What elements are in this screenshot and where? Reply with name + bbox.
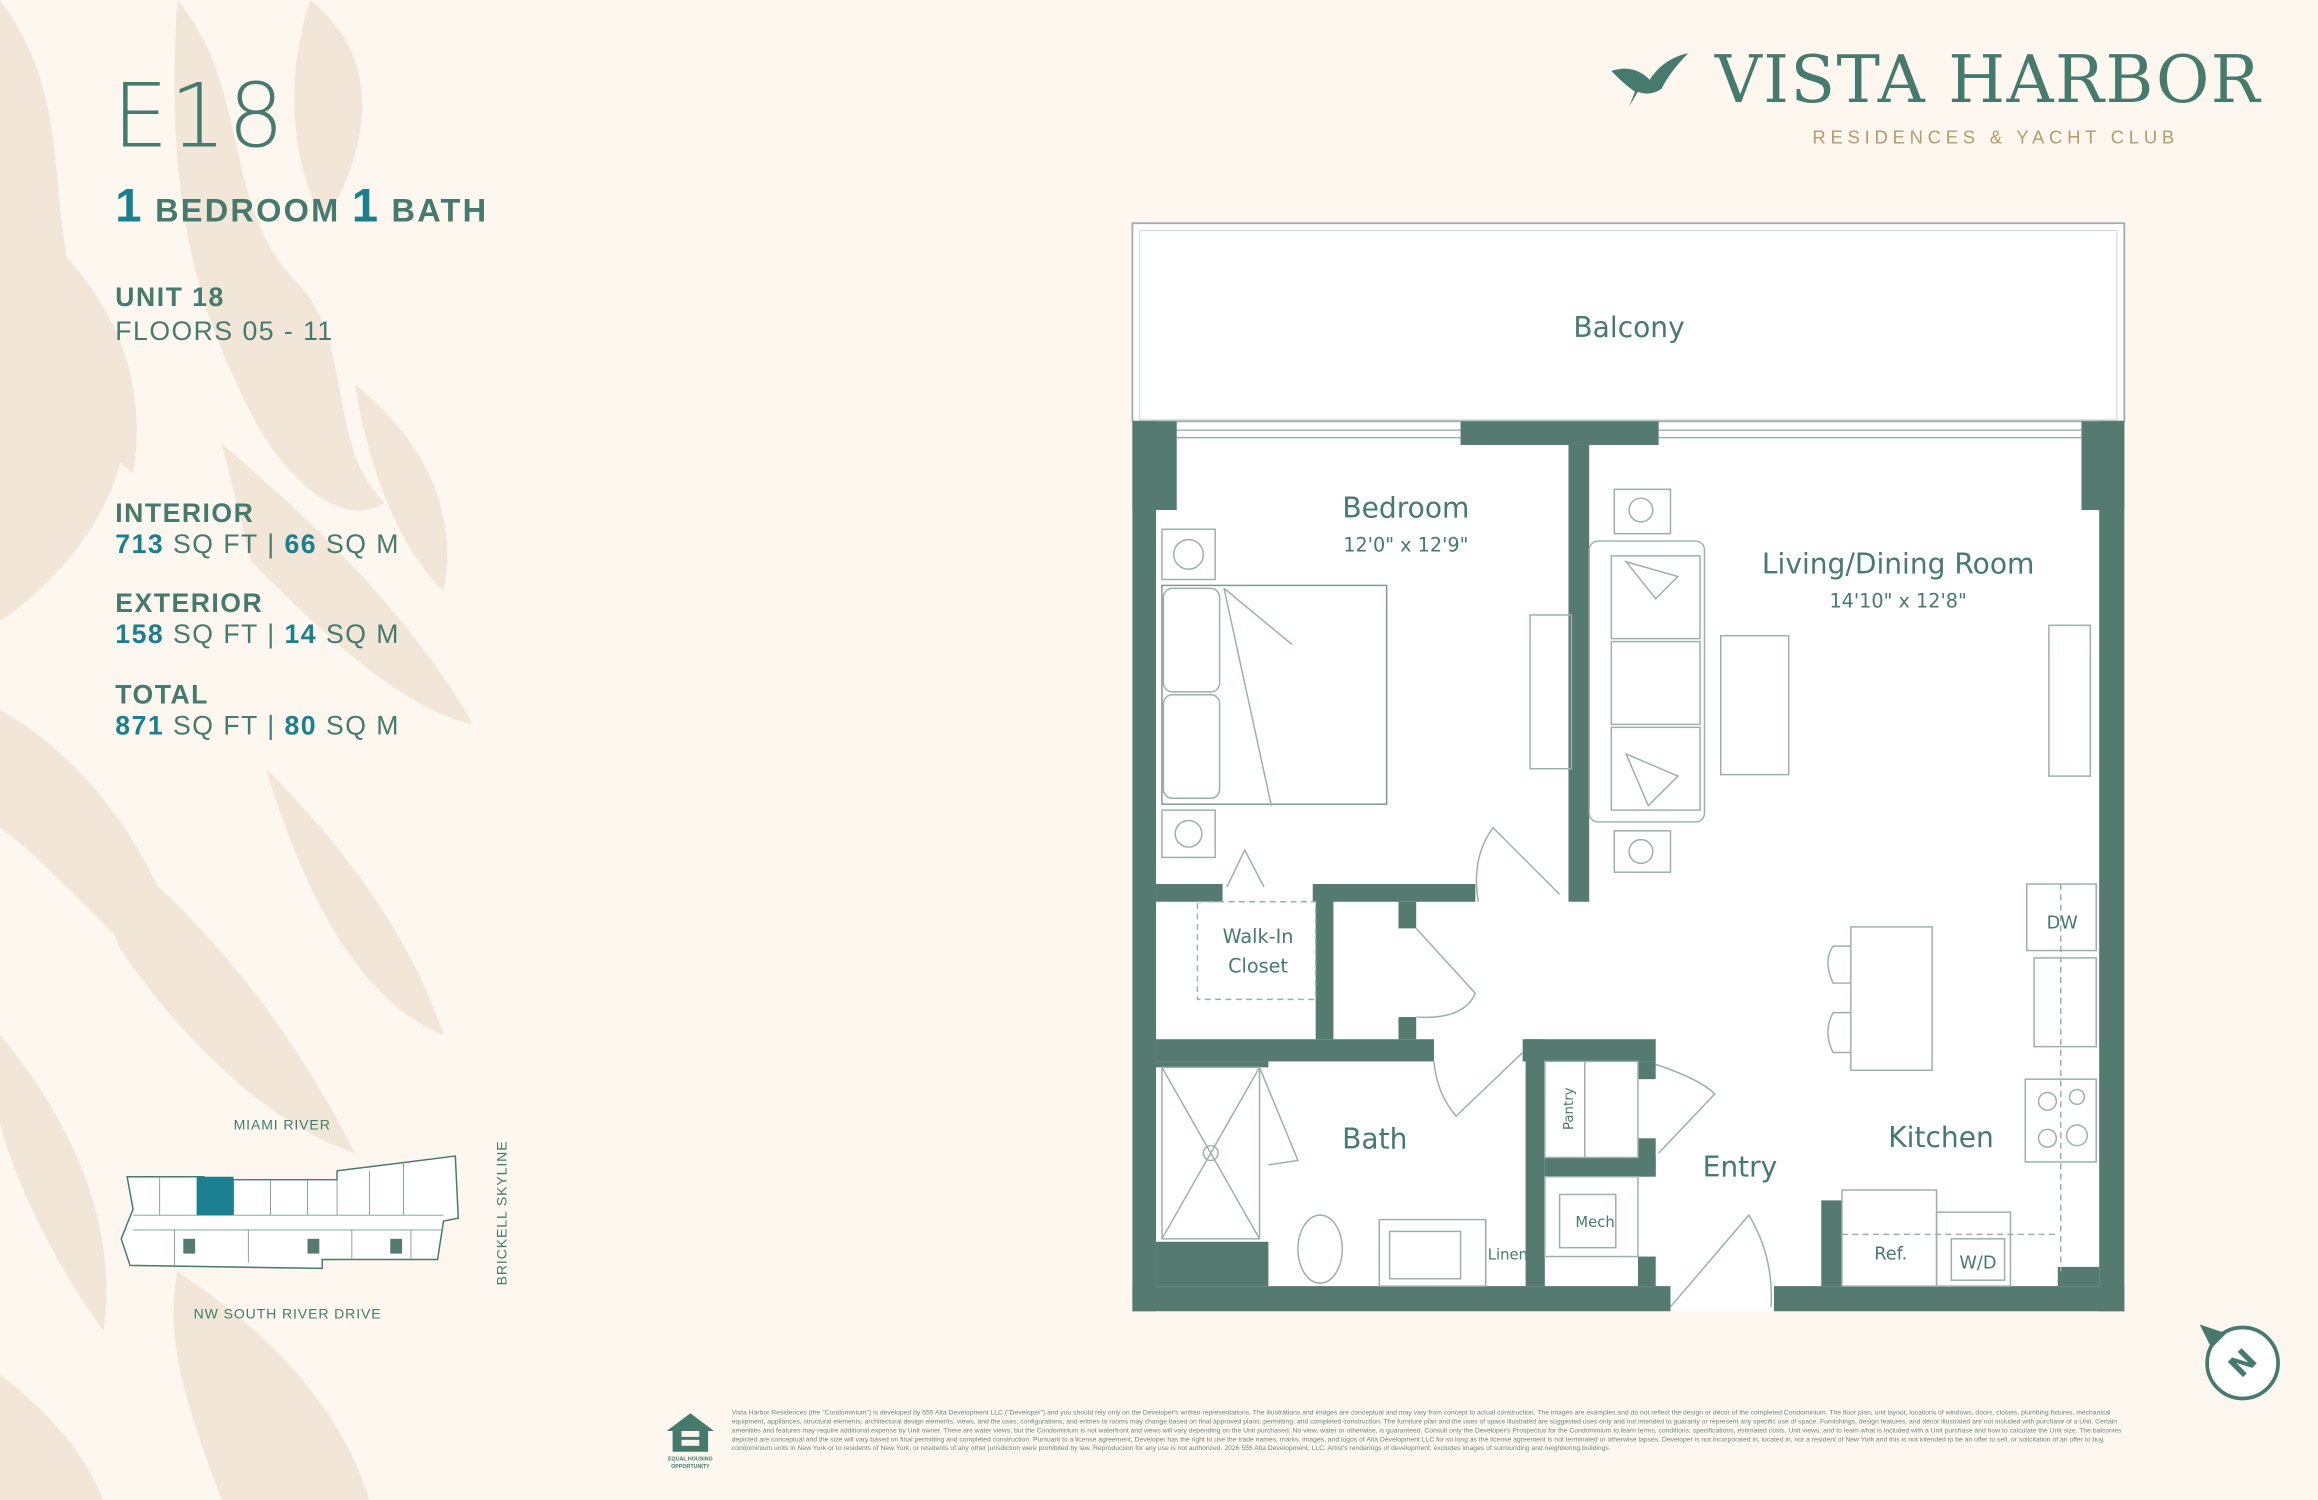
bedroom-label: BEDROOM <box>155 192 341 230</box>
bath-count: 1 <box>351 178 381 233</box>
room-label-kitchen: Kitchen <box>1888 1121 1994 1154</box>
equal-housing-icon <box>666 1413 715 1452</box>
area-label: TOTAL <box>115 680 209 710</box>
room-label-mech: Mech <box>1575 1214 1614 1231</box>
room-label-entry: Entry <box>1703 1151 1778 1184</box>
equal-housing-text: EQUAL HOUSING OPPORTUNITY <box>667 1456 713 1469</box>
room-label-balcony: Balcony <box>1573 311 1684 344</box>
room-label-bath: Bath <box>1342 1123 1407 1156</box>
room-label-living: Living/Dining Room <box>1762 548 2034 581</box>
highlighted-unit <box>196 1176 234 1216</box>
room-label-linen: Linen <box>1488 1247 1528 1264</box>
leaf-pattern-background <box>0 0 474 1500</box>
appliance-label-ref: Ref. <box>1874 1245 1907 1265</box>
site-label-south: NW SOUTH RIVER DRIVE <box>193 1306 382 1324</box>
balcony-area <box>1131 222 2126 423</box>
area-value: 713 SQ FT | 66 SQ M <box>115 529 400 559</box>
room-dim-bedroom: 12'0" x 12'9" <box>1343 533 1468 556</box>
heron-bird-logo-icon <box>1611 53 1689 107</box>
legal-disclaimer: Vista Harbor Residences (the "Condominiu… <box>731 1408 2122 1452</box>
north-compass-icon: N <box>2199 1324 2280 1401</box>
area-label: EXTERIOR <box>115 588 264 618</box>
floors: FLOORS 05 - 11 <box>115 316 334 346</box>
room-label-closet-2: Closet <box>1228 955 1288 978</box>
brand-name: VISTA HARBOR <box>1714 42 2262 119</box>
area-interior: INTERIOR 713 SQ FT | 66 SQ M <box>115 498 400 560</box>
unit-number: UNIT 18 <box>115 282 225 312</box>
walls <box>1132 421 2125 1312</box>
area-value: 871 SQ FT | 80 SQ M <box>115 711 400 741</box>
room-label-pantry: Pantry <box>1562 1087 1577 1130</box>
unit-type: 1 BEDROOM 1 BATH <box>115 180 488 236</box>
area-value: 158 SQ FT | 14 SQ M <box>115 619 400 649</box>
unit-code: E18 <box>112 65 286 169</box>
room-label-bedroom: Bedroom <box>1342 491 1469 524</box>
appliance-label-wd: W/D <box>1959 1253 1996 1273</box>
site-label-north: MIAMI RIVER <box>233 1117 331 1134</box>
area-label: INTERIOR <box>115 498 255 528</box>
area-total: TOTAL 871 SQ FT | 80 SQ M <box>115 680 400 742</box>
site-key-plan <box>120 1155 460 1270</box>
appliance-label-dw: DW <box>2047 913 2078 933</box>
bedroom-count: 1 <box>115 178 144 233</box>
area-exterior: EXTERIOR 158 SQ FT | 14 SQ M <box>115 588 400 650</box>
room-label-closet: Walk-In <box>1223 925 1294 948</box>
brand-tagline: RESIDENCES & YACHT CLUB <box>1812 127 2179 148</box>
bath-label: BATH <box>391 192 489 230</box>
room-dim-living: 14'10" x 12'8" <box>1829 590 1966 613</box>
